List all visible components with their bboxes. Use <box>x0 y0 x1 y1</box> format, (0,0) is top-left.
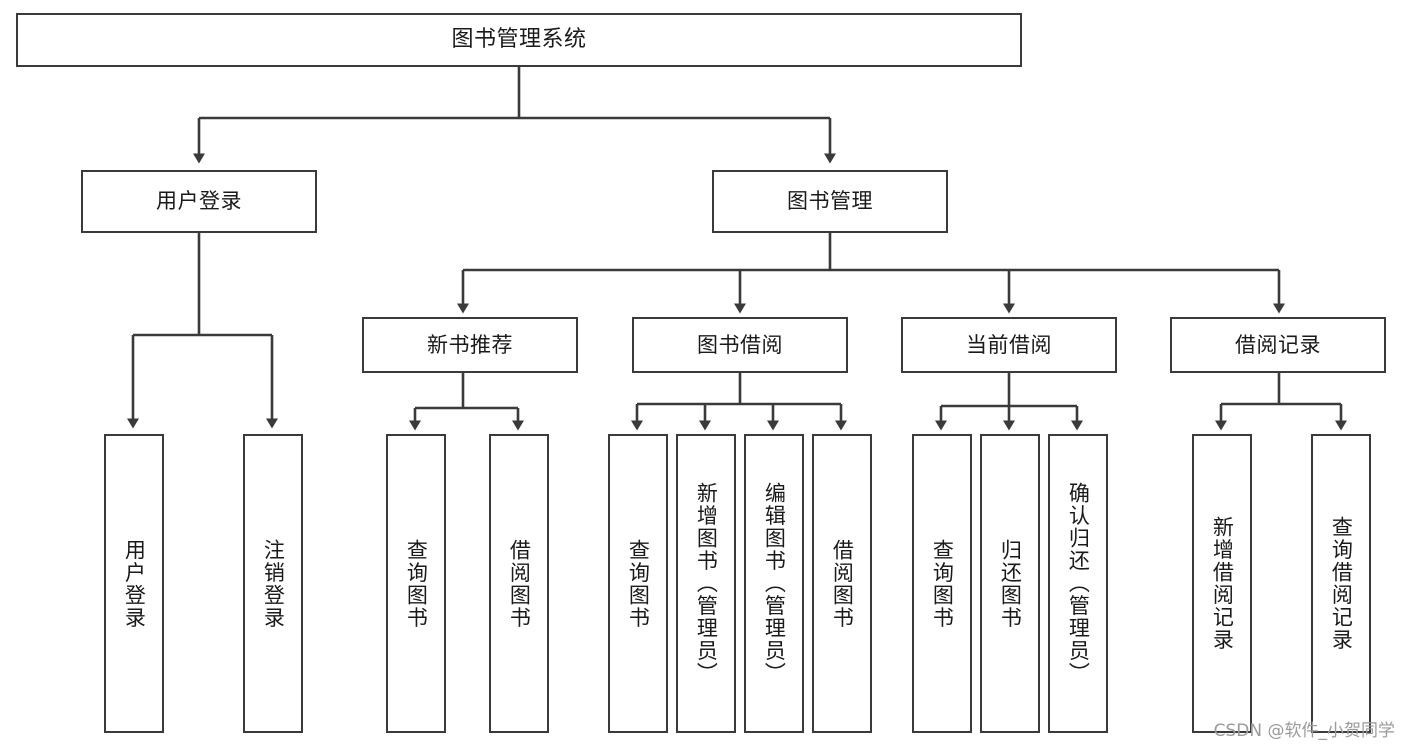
edge-borrow-record-to-leaves <box>1215 373 1347 431</box>
node-leaf-logout-login[interactable]: 注销登录 <box>243 434 303 733</box>
node-leaf-borrow-book-1-label: 借阅图书 <box>507 538 532 629</box>
edge-book-manage-to-level3 <box>457 233 1285 314</box>
node-book-manage-label: 图书管理 <box>787 189 873 214</box>
node-leaf-query-book-2-label: 查询图书 <box>626 538 651 629</box>
node-current-borrow-label: 当前借阅 <box>966 332 1052 357</box>
node-user-login[interactable]: 用户登录 <box>81 170 317 233</box>
node-leaf-query-borrow-record-label: 查询借阅记录 <box>1329 516 1354 651</box>
node-leaf-user-login[interactable]: 用户登录 <box>104 434 164 733</box>
node-leaf-borrow-book-2[interactable]: 借阅图书 <box>812 434 872 733</box>
node-leaf-borrow-book-2-label: 借阅图书 <box>830 538 855 629</box>
node-borrow-record[interactable]: 借阅记录 <box>1170 317 1386 373</box>
node-current-borrow[interactable]: 当前借阅 <box>901 317 1117 373</box>
edge-new-book-recommend-to-leaves <box>409 373 524 431</box>
node-leaf-borrow-book-1[interactable]: 借阅图书 <box>489 434 549 733</box>
node-book-borrow[interactable]: 图书借阅 <box>632 317 848 373</box>
node-leaf-add-book-admin[interactable]: 新增图书（管理员） <box>676 434 736 733</box>
node-new-book-recommend[interactable]: 新书推荐 <box>362 317 578 373</box>
node-user-login-label: 用户登录 <box>156 189 242 214</box>
node-leaf-confirm-return-admin[interactable]: 确认归还（管理员） <box>1048 434 1108 733</box>
node-book-borrow-label: 图书借阅 <box>697 332 783 357</box>
node-book-manage[interactable]: 图书管理 <box>712 170 948 233</box>
node-leaf-return-book[interactable]: 归还图书 <box>980 434 1040 733</box>
node-leaf-return-book-label: 归还图书 <box>998 538 1023 629</box>
node-leaf-add-borrow-record[interactable]: 新增借阅记录 <box>1192 434 1252 733</box>
node-leaf-logout-login-label: 注销登录 <box>261 538 286 629</box>
node-leaf-query-book-3-label: 查询图书 <box>930 538 955 629</box>
node-new-book-recommend-label: 新书推荐 <box>427 332 513 357</box>
node-leaf-user-login-label: 用户登录 <box>122 538 147 629</box>
node-leaf-add-book-admin-label: 新增图书（管理员） <box>694 482 719 685</box>
node-root-system-label: 图书管理系统 <box>451 27 587 53</box>
node-leaf-query-book-2[interactable]: 查询图书 <box>608 434 668 733</box>
node-root-system[interactable]: 图书管理系统 <box>16 13 1022 67</box>
node-leaf-query-book-1-label: 查询图书 <box>404 538 429 629</box>
node-borrow-record-label: 借阅记录 <box>1235 332 1321 357</box>
node-leaf-query-book-1[interactable]: 查询图书 <box>386 434 446 733</box>
edge-current-borrow-to-leaves <box>935 373 1083 431</box>
edge-root-to-level2 <box>193 67 836 164</box>
csdn-watermark: CSDN @软件_小贺同学 <box>1213 721 1395 741</box>
node-leaf-confirm-return-admin-label: 确认归还（管理员） <box>1066 482 1091 685</box>
node-leaf-query-book-3[interactable]: 查询图书 <box>912 434 972 733</box>
node-leaf-edit-book-admin[interactable]: 编辑图书（管理员） <box>744 434 804 733</box>
edge-user-login-to-leaves <box>127 233 278 429</box>
edge-book-borrow-to-leaves <box>631 373 847 431</box>
node-leaf-add-borrow-record-label: 新增借阅记录 <box>1210 516 1235 651</box>
node-leaf-query-borrow-record[interactable]: 查询借阅记录 <box>1311 434 1371 733</box>
node-leaf-edit-book-admin-label: 编辑图书（管理员） <box>762 482 787 685</box>
